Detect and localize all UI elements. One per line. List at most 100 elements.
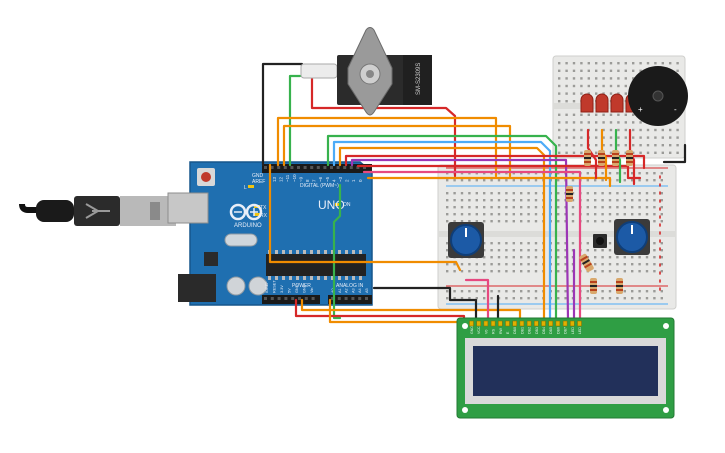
wire-black bbox=[261, 62, 304, 167]
l-label: L bbox=[244, 185, 247, 191]
power-header bbox=[262, 295, 320, 304]
wire-orange bbox=[366, 176, 612, 188]
wire-pink bbox=[464, 278, 490, 328]
power-pin-label: 5V bbox=[288, 288, 292, 293]
lcd-pin-label: VCC bbox=[477, 326, 481, 334]
lcd-pin bbox=[548, 320, 553, 327]
analog-pin-label: A1 bbox=[338, 288, 342, 293]
analog-pin-label: A2 bbox=[345, 288, 349, 293]
analog-pin-label: A3 bbox=[351, 288, 355, 293]
wire-red bbox=[344, 154, 646, 170]
lcd-pin bbox=[512, 320, 517, 327]
digital-pin-label: 13 bbox=[272, 176, 277, 182]
lcd-pin bbox=[476, 320, 481, 327]
power-label: POWER bbox=[292, 283, 311, 289]
wire-orange bbox=[338, 146, 546, 322]
microcontroller-chip bbox=[266, 254, 366, 276]
resistor bbox=[590, 278, 597, 294]
wire-black bbox=[662, 143, 687, 164]
red-led bbox=[610, 93, 624, 113]
lcd-pin-label: DB3 bbox=[535, 327, 539, 334]
aref-label: AREF bbox=[252, 179, 265, 185]
lcd-pin bbox=[490, 320, 496, 327]
resistor bbox=[598, 150, 605, 166]
lcd-pin-label: V0 bbox=[484, 330, 488, 334]
wire-purple bbox=[350, 158, 570, 322]
digital-pin-label: 7 bbox=[312, 179, 317, 182]
arduino-model: UNO bbox=[318, 198, 345, 212]
wire-orange bbox=[268, 163, 462, 272]
resistor bbox=[626, 150, 633, 166]
wire-red bbox=[586, 128, 598, 180]
gnd-label: GND bbox=[252, 173, 264, 179]
usb-port bbox=[167, 192, 209, 224]
capacitor bbox=[226, 276, 246, 296]
wire-green bbox=[326, 134, 558, 322]
arduino-brand: ARDUINO bbox=[234, 223, 262, 229]
digital-pin-label: 0 bbox=[358, 179, 363, 182]
resistor bbox=[616, 278, 623, 294]
lcd-pin bbox=[526, 320, 532, 327]
power-pin-label: Vin bbox=[310, 288, 314, 293]
piezo-buzzer: + - bbox=[628, 66, 688, 126]
digital-pin-label: 2 bbox=[345, 179, 350, 182]
buzzer-plus-label: + bbox=[638, 105, 643, 114]
lcd-pin bbox=[570, 320, 575, 327]
digital-pin-label: ~11 bbox=[285, 174, 290, 182]
arduino-logo: ARDUINO UNO bbox=[229, 198, 345, 229]
potentiometer-right[interactable] bbox=[614, 219, 650, 255]
wires bbox=[261, 62, 687, 328]
lcd-pin-label: GND bbox=[470, 326, 474, 334]
red-led bbox=[580, 93, 594, 113]
capacitor bbox=[248, 276, 268, 296]
lcd-pin bbox=[555, 320, 561, 327]
digital-pin-label: 1 bbox=[351, 179, 356, 182]
lcd-pin-label: DB7 bbox=[564, 327, 568, 334]
lcd-pin-label: RW bbox=[499, 327, 503, 334]
buzzer-minus-label: - bbox=[674, 105, 677, 114]
lcd-pin-label: DB6 bbox=[556, 327, 560, 334]
lcd-pin bbox=[469, 320, 474, 327]
servo-motor: SM-S2309S bbox=[300, 27, 432, 116]
analog-pin-label: A4 bbox=[358, 288, 362, 293]
power-pin-label: IOREF bbox=[265, 281, 269, 293]
wire-black bbox=[372, 286, 478, 328]
lcd-pin-label: LED bbox=[578, 327, 582, 334]
resistors bbox=[566, 150, 633, 294]
lcd-pin-label: DB1 bbox=[520, 327, 524, 334]
digital-label: DIGITAL (PWM~) bbox=[300, 183, 339, 189]
wire-orange bbox=[282, 124, 512, 178]
lcd-pin bbox=[498, 320, 503, 327]
lcd-pin bbox=[534, 320, 539, 327]
usb-cable bbox=[19, 196, 176, 226]
digital-pin-label: ~3 bbox=[338, 176, 343, 182]
servo-part-label: SM-S2309S bbox=[416, 63, 422, 95]
lcd-pin-label: DB4 bbox=[542, 327, 546, 334]
digital-pin-label: 8 bbox=[305, 179, 310, 182]
pushbutton[interactable] bbox=[593, 234, 607, 248]
digital-pin-label: 12 bbox=[279, 176, 284, 182]
potentiometer-left[interactable] bbox=[448, 222, 484, 258]
tx-label: TX bbox=[260, 205, 267, 211]
lcd-pin bbox=[541, 320, 546, 327]
lcd-pin-label: LED bbox=[571, 327, 575, 334]
power-jack bbox=[178, 274, 216, 302]
rx-label: RX bbox=[260, 213, 268, 219]
wire-pink bbox=[362, 170, 582, 322]
on-label: ON bbox=[343, 202, 351, 208]
lcd-pin bbox=[562, 320, 568, 327]
power-pin-label: RESET bbox=[273, 280, 277, 293]
analog-header bbox=[328, 295, 372, 304]
digital-pin-label: ~6 bbox=[318, 176, 323, 182]
resistor bbox=[579, 253, 594, 272]
red-led bbox=[595, 93, 609, 113]
power-pin-label: GND bbox=[303, 284, 307, 293]
analog-pin-label: A5 bbox=[365, 288, 369, 293]
wire-green bbox=[288, 74, 302, 167]
resistor bbox=[584, 150, 591, 166]
lcd-screen bbox=[473, 346, 658, 396]
lcd-pin bbox=[577, 320, 582, 327]
wire-green bbox=[332, 183, 342, 320]
